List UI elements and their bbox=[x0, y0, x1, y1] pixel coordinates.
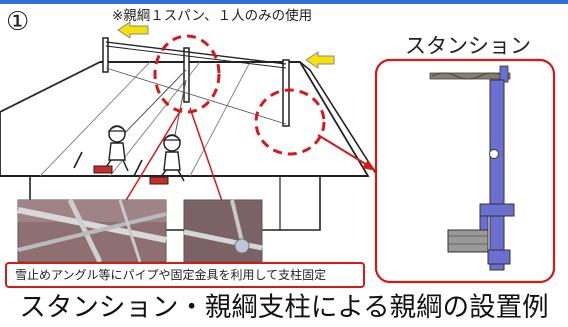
callout-circle-post bbox=[153, 34, 221, 114]
roof-panel-line bbox=[189, 61, 251, 177]
gable-end bbox=[299, 61, 381, 181]
top-accent-bar bbox=[0, 0, 568, 4]
roof-panel-line bbox=[39, 61, 151, 177]
worker-figure-right bbox=[133, 79, 187, 185]
stanchion-detail-drawing bbox=[429, 65, 515, 271]
stanchion-post-left bbox=[102, 37, 109, 73]
photo-caption-text: 雪止めアングル等にパイプや固定金具を利用して支柱固定 bbox=[15, 268, 327, 282]
photo-caption-box: 雪止めアングル等にパイプや固定金具を利用して支柱固定 bbox=[5, 262, 365, 288]
footer-title: スタンション・親綱支柱による親綱の設置例 bbox=[19, 292, 549, 323]
yellow-arrow-left bbox=[117, 21, 149, 39]
stanchion-post-middle bbox=[183, 47, 190, 103]
lifeline-rope bbox=[105, 45, 287, 69]
photo-angle-fixing bbox=[17, 198, 167, 264]
worker-figure-left bbox=[73, 69, 187, 174]
stanchion-detail-panel bbox=[374, 58, 556, 284]
photo-clamp-fixing bbox=[183, 199, 263, 263]
yellow-arrow-right bbox=[305, 51, 335, 69]
callout-circle-stanchion bbox=[254, 88, 326, 156]
usage-note: ※親綱１スパン、１人のみの使用 bbox=[112, 8, 313, 24]
lifeline-rope bbox=[105, 41, 287, 65]
step-number: ① bbox=[6, 7, 30, 37]
pointer-line-arrow bbox=[317, 134, 373, 169]
stanchion-post-right bbox=[282, 59, 290, 127]
stanchion-panel-title: スタンション bbox=[405, 34, 531, 58]
pointer-arrowhead bbox=[362, 160, 376, 171]
